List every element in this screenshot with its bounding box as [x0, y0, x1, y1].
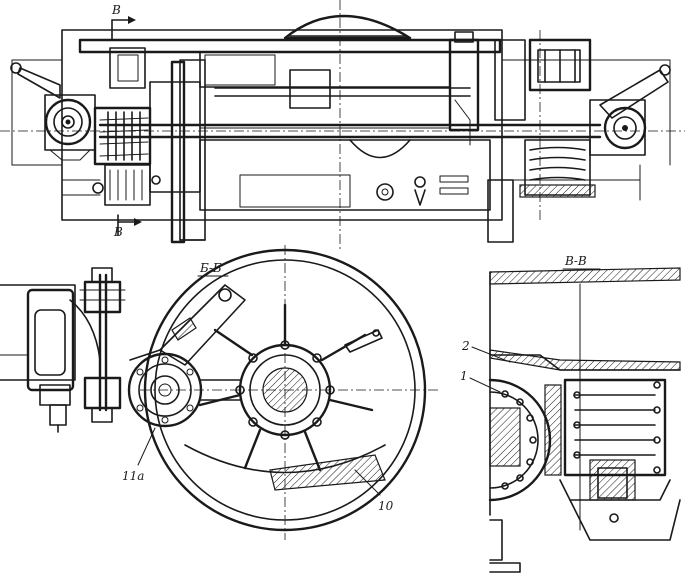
section-bb-view: Б-Б [122, 245, 440, 540]
section-mark-top: В [111, 3, 121, 17]
right-spring-assembly [448, 31, 596, 198]
part-label-1: 1 [460, 369, 468, 383]
part-label-2: 2 [461, 339, 470, 353]
view-vv-title: В-В [564, 254, 587, 268]
vv-hub-bolts [501, 390, 537, 490]
right-hub [589, 64, 671, 156]
left-coil-winding [99, 111, 149, 161]
part-label-11a: 11а [122, 469, 144, 483]
view-bb-title: Б-Б [199, 261, 222, 275]
vv-spring [563, 378, 667, 477]
top-assembly-view: В В [0, 0, 685, 250]
link-detail-view [0, 267, 126, 433]
part-label-10: 10 [378, 499, 394, 513]
pinion [127, 352, 203, 428]
section-vv-view: В-В [460, 254, 681, 573]
section-mark-bottom: В [113, 225, 123, 239]
left-hub [10, 62, 96, 161]
